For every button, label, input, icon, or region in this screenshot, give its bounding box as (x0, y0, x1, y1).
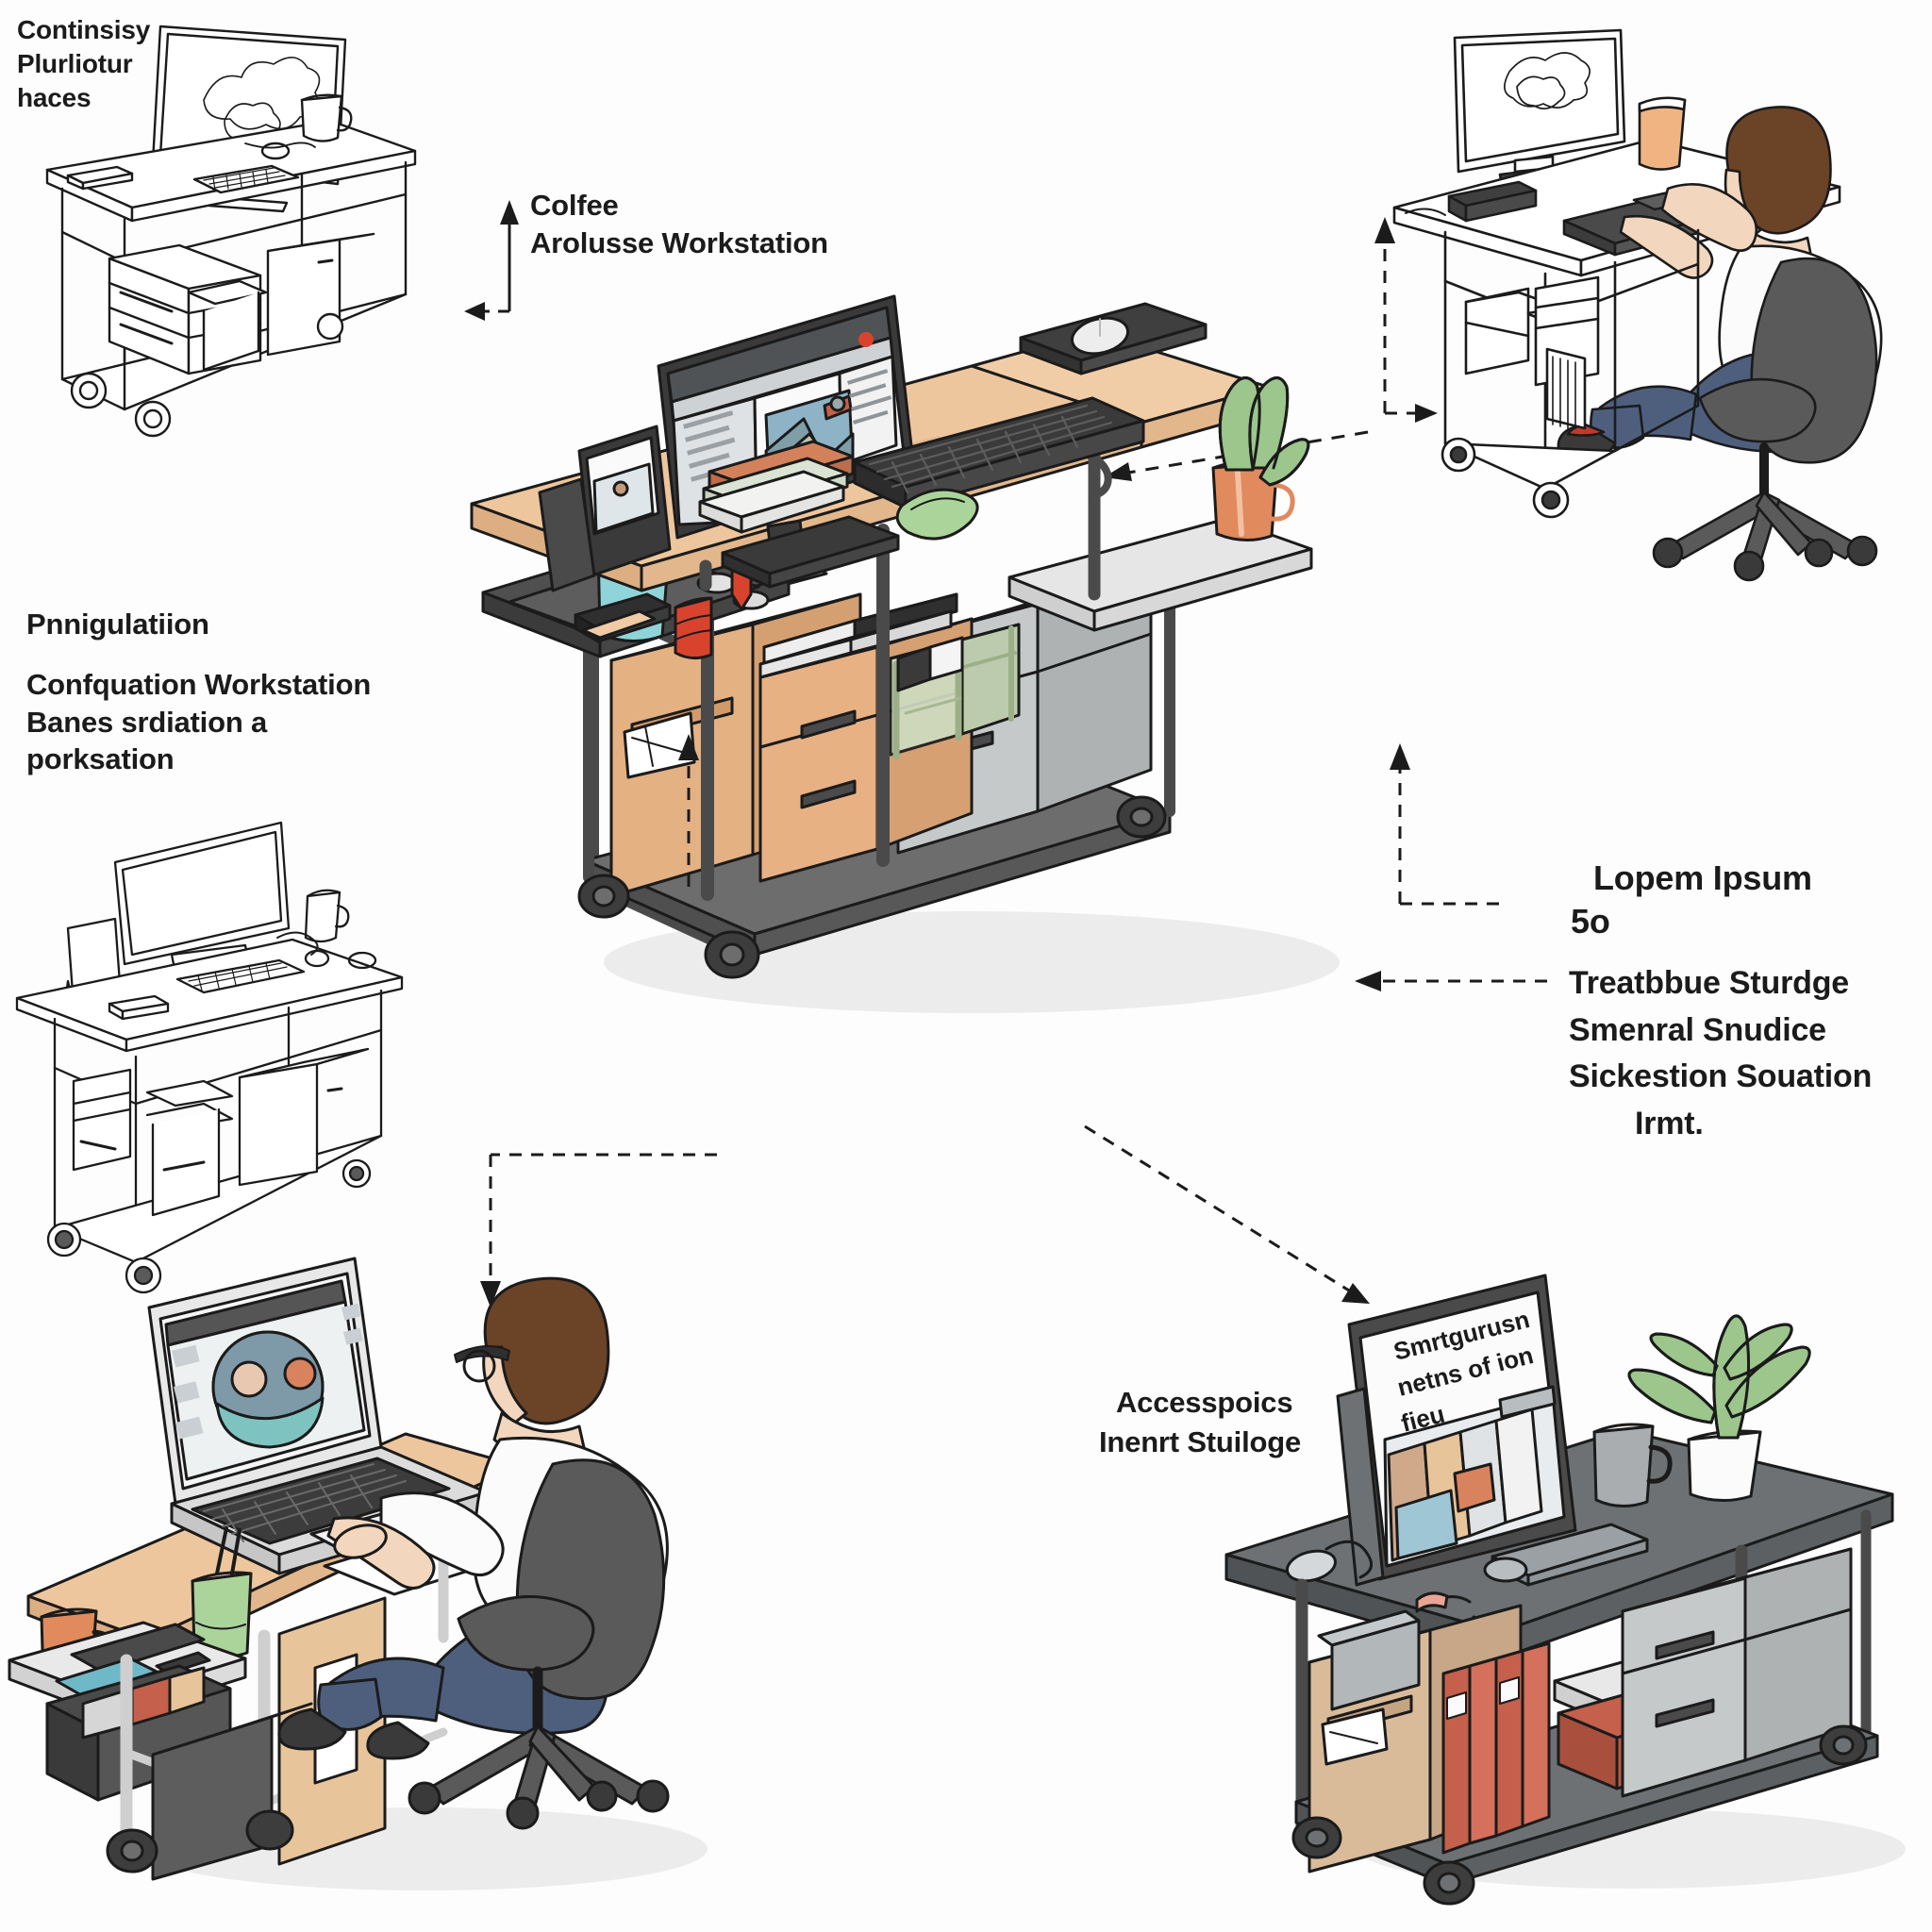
annotation-right-1: Lopem Ipsum 5o (1571, 857, 1920, 943)
annotation-line: Plurliotur (17, 48, 133, 78)
annotation-line: Smenral Snudice (1569, 1011, 1826, 1048)
annotation-line: Treatbbue Sturdge (1569, 965, 1849, 1001)
arrow-center-to-bottomright (1084, 1124, 1370, 1304)
annotation-line: haces (17, 82, 92, 112)
annotation-line: Accesspoics (1116, 1386, 1293, 1419)
arrow-center-right-storage (1355, 971, 1547, 991)
annotation-line: Sickestion Souation (1569, 1058, 1873, 1095)
scene-mid-left (15, 821, 404, 1294)
annotation-coffee: Colfee Arolusse Workstation (530, 187, 926, 261)
annotation-line: Colfee (530, 189, 619, 222)
annotation-line: 5o (1571, 902, 1610, 941)
annotation-line: Continsisy (17, 15, 151, 44)
arrow-center-to-bottomleft (480, 1153, 717, 1307)
arrow-coffee (464, 200, 519, 321)
annotation-line: Irmt. (1635, 1105, 1704, 1141)
scene-bottom-right: Smrtgurusn netns of ion fieu (1224, 1274, 1906, 1906)
scene-center-workstation (470, 294, 1340, 1013)
annotation-line: Pnnigulatiion (26, 608, 209, 641)
annotation-right-2: Treatbbue Sturdge Smenral Snudice Sickes… (1569, 960, 1927, 1148)
annotation-accessory: Accesspoics Inenrt Stuiloge (1099, 1383, 1382, 1461)
annotation-line: Lopem Ipsum (1593, 858, 1812, 897)
arrow-top-right-vertical (1374, 217, 1438, 423)
arrow-center-right-up (1390, 743, 1500, 906)
annotation-line: porksation (26, 742, 175, 776)
scene-bottom-left (8, 1257, 708, 1890)
scene-top-right (1392, 28, 1883, 582)
scene-top-left (45, 25, 417, 438)
arrow-center-up-left (678, 734, 699, 887)
annotation-line: Banes srdiation a (26, 705, 268, 739)
annotation-top-left: Continsisy Plurliotur haces (17, 13, 234, 114)
annotation-mid-left-1: Pnnigulatiion (26, 606, 423, 643)
annotation-mid-left-2: Confquation Workstation Banes srdiation … (26, 666, 441, 778)
annotation-line: Confquation Workstation (26, 668, 372, 701)
annotation-line: Inenrt Stuiloge (1099, 1424, 1302, 1458)
annotation-line: Arolusse Workstation (530, 225, 828, 259)
